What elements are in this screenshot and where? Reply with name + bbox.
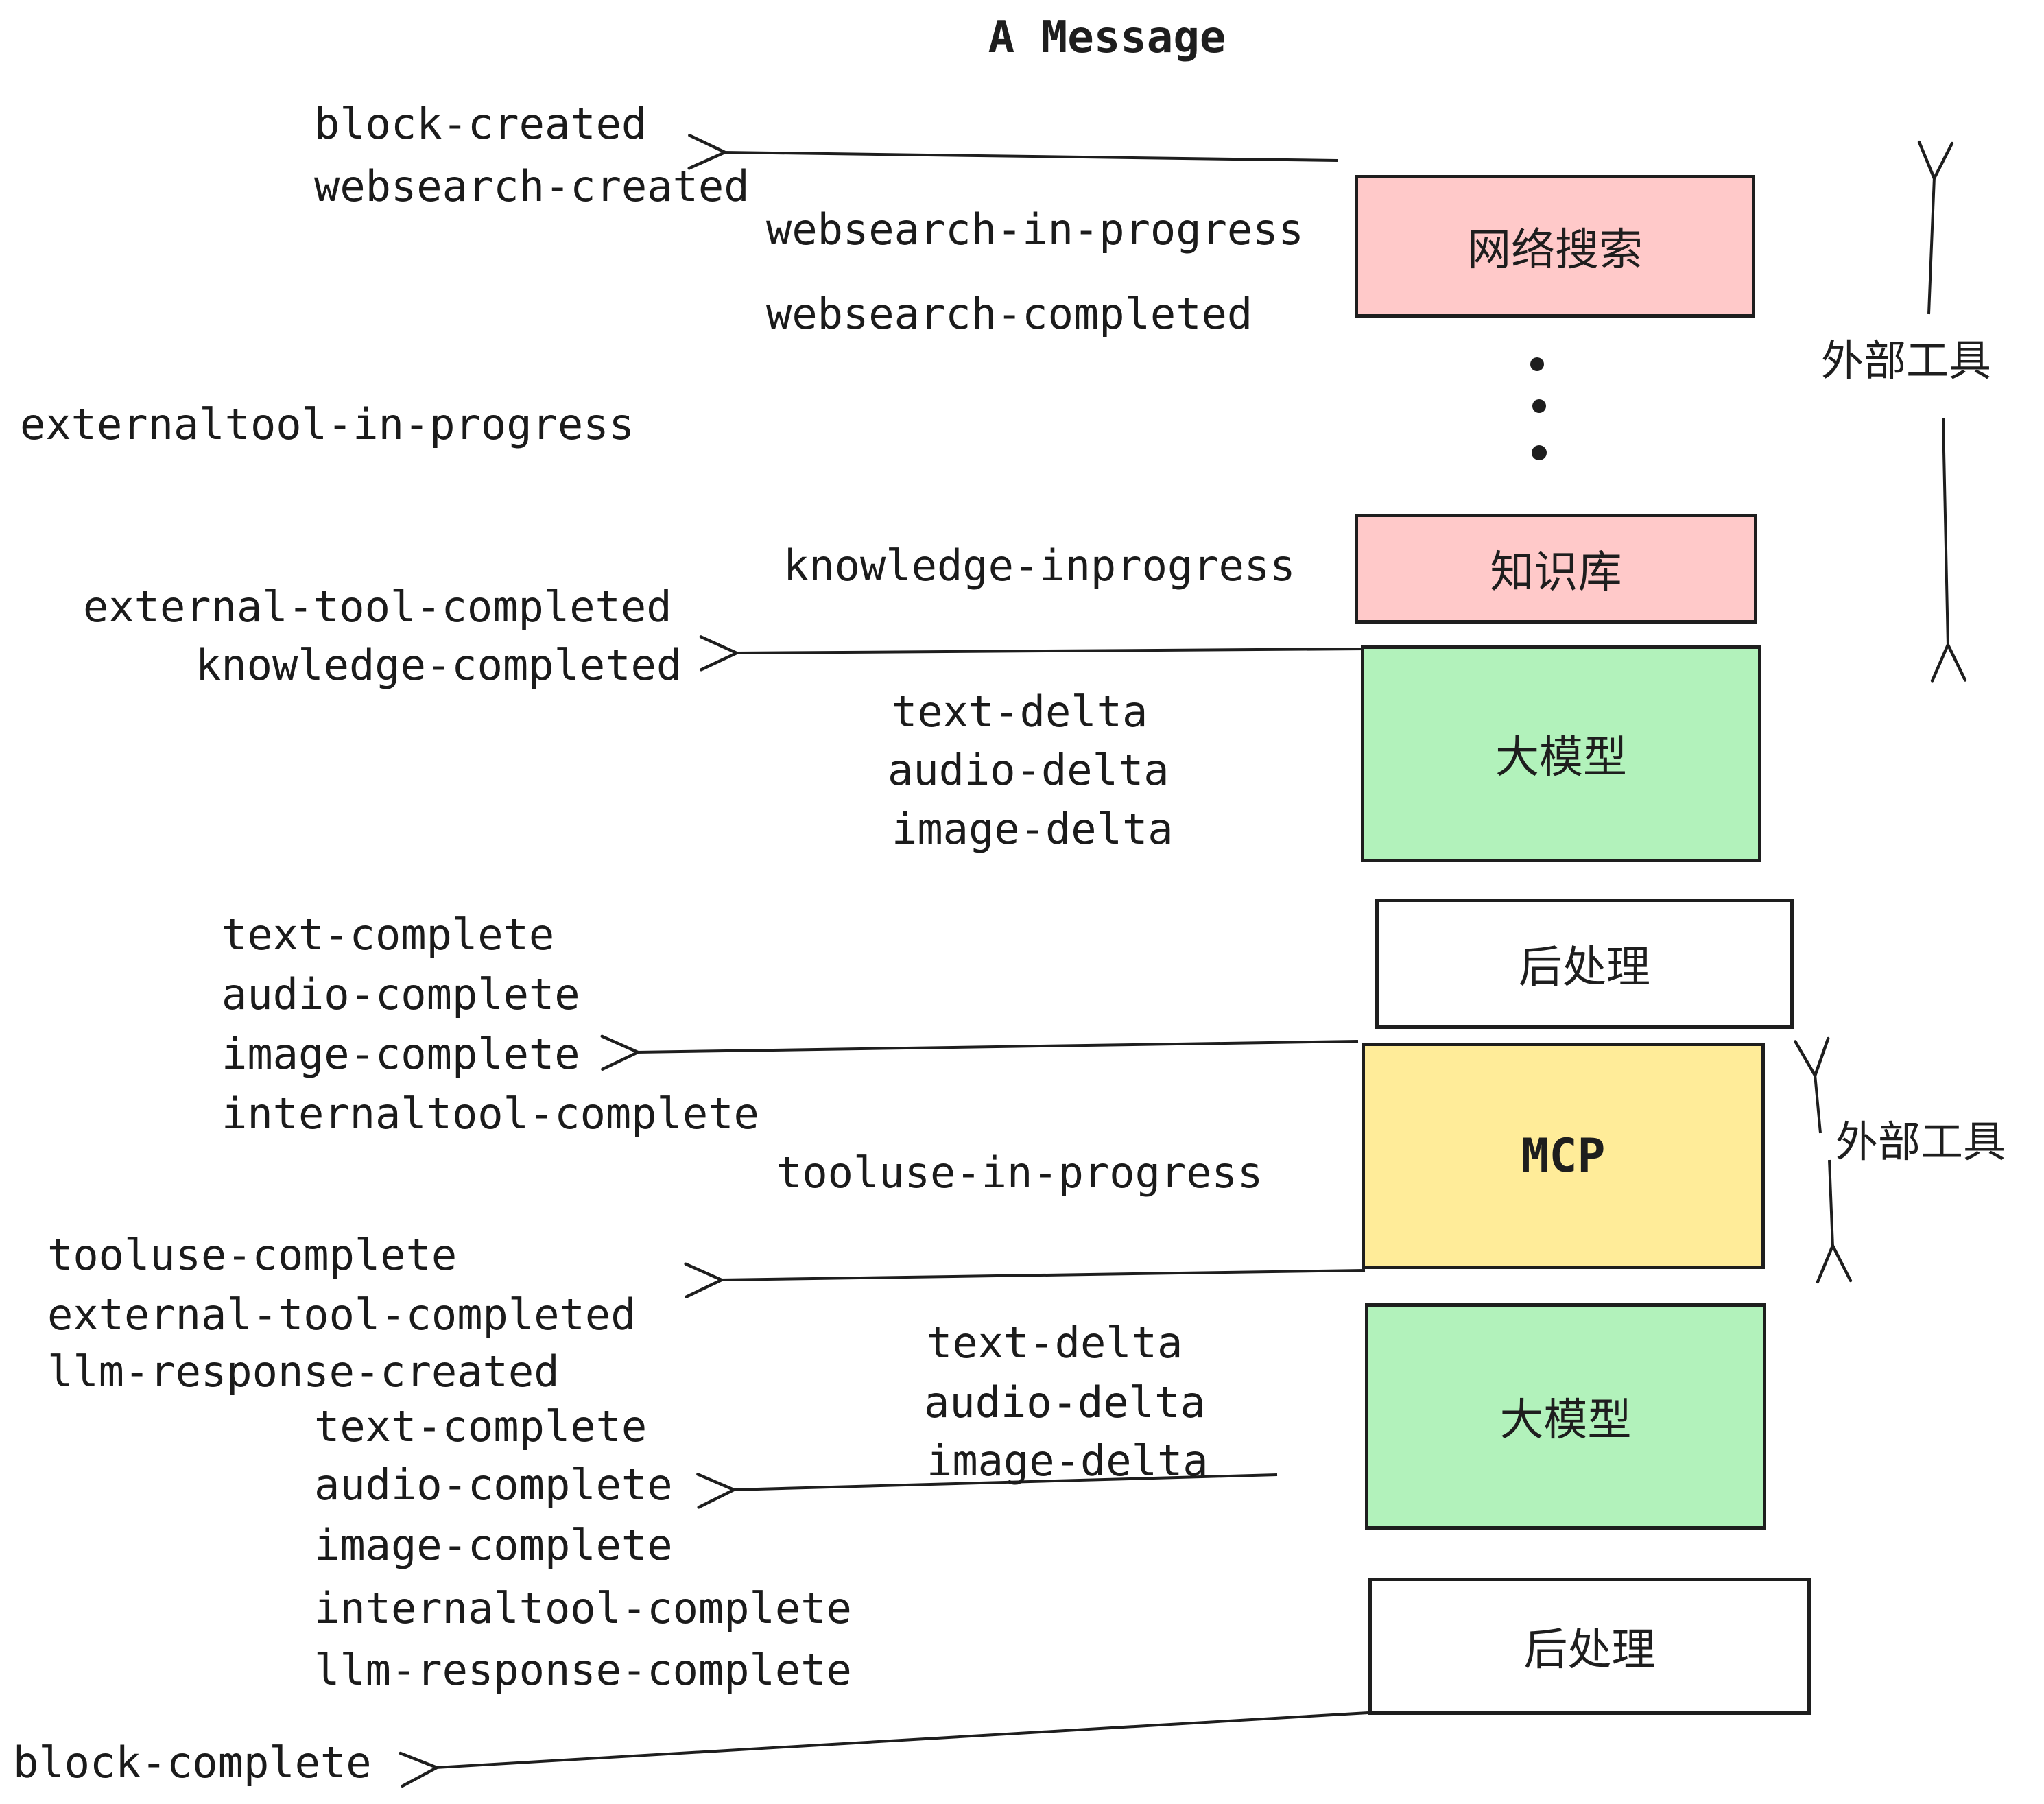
box-mcp: MCP	[1362, 1043, 1765, 1269]
arrow-to-block-complete	[399, 1711, 1369, 1788]
event-label-websearch-in-progress: websearch-in-progress	[766, 204, 1304, 254]
external-tools-up-arrow-1	[1917, 140, 1954, 315]
external-tools-up-arrow-2	[1794, 1036, 1830, 1134]
event-label-text-complete-2: text-complete	[314, 1401, 647, 1451]
event-label-llm-response-created: llm-response-created	[47, 1346, 560, 1397]
event-label-internaltool-complete-1: internaltool-complete	[222, 1089, 759, 1139]
box-postprocess-1: 后处理	[1375, 899, 1794, 1029]
event-label-audio-complete-2: audio-complete	[314, 1460, 673, 1510]
external-tools-down-arrow-1	[1930, 418, 1967, 683]
event-label-text-complete-1: text-complete	[222, 910, 555, 960]
box-knowledge-label: 知识库	[1490, 547, 1622, 597]
box-postprocess-1-label: 后处理	[1519, 942, 1650, 992]
box-mcp-label: MCP	[1521, 1128, 1606, 1183]
arrow-to-websearch-created	[687, 134, 1338, 170]
event-label-image-delta-1: image-delta	[892, 804, 1174, 854]
external-tools-label-2: 外部工具	[1835, 1119, 2006, 1166]
ellipsis-dots	[1530, 357, 1547, 460]
box-llm-1: 大模型	[1361, 645, 1761, 862]
event-label-tooluse-in-progress: tooluse-in-progress	[776, 1148, 1263, 1198]
external-tools-down-arrow-2	[1816, 1159, 1853, 1284]
event-label-image-complete-2: image-complete	[314, 1520, 673, 1570]
diagram-title: A Message	[988, 12, 1226, 63]
external-tools-label-1: 外部工具	[1821, 337, 1992, 385]
event-label-audio-complete-1: audio-complete	[222, 969, 580, 1019]
event-label-externaltool-in-progress: externaltool-in-progress	[20, 399, 634, 449]
event-label-image-complete-1: image-complete	[222, 1029, 580, 1079]
event-label-block-complete: block-complete	[13, 1737, 372, 1788]
arrow-to-knowledge-completed	[699, 635, 1367, 672]
event-label-block-created: block-created	[314, 99, 647, 149]
event-label-image-delta-2: image-delta	[927, 1436, 1209, 1486]
event-label-websearch-created: websearch-created	[314, 161, 750, 211]
box-websearch: 网络搜索	[1355, 175, 1755, 318]
box-llm-1-label: 大模型	[1495, 733, 1627, 782]
arrow-to-external-tool-completed	[684, 1262, 1366, 1298]
event-label-text-delta-1: text-delta	[892, 687, 1148, 737]
event-label-knowledge-inprogress: knowledge-inprogress	[783, 541, 1296, 591]
box-llm-2: 大模型	[1365, 1303, 1766, 1530]
box-postprocess-2: 后处理	[1368, 1578, 1811, 1715]
event-label-internaltool-complete-2: internaltool-complete	[314, 1583, 852, 1633]
box-knowledge: 知识库	[1355, 514, 1757, 624]
arrow-to-image-complete	[600, 1034, 1359, 1071]
event-label-llm-response-complete: llm-response-complete	[314, 1645, 852, 1695]
event-label-text-delta-2: text-delta	[927, 1318, 1183, 1368]
box-postprocess-2-label: 后处理	[1523, 1625, 1656, 1674]
event-label-websearch-completed: websearch-completed	[766, 289, 1253, 339]
event-label-external-tool-completed-2: external-tool-completed	[47, 1290, 637, 1340]
event-label-tooluse-complete: tooluse-complete	[47, 1230, 457, 1280]
event-label-audio-delta-1: audio-delta	[888, 745, 1169, 795]
box-websearch-label: 网络搜索	[1467, 225, 1643, 274]
event-label-audio-delta-2: audio-delta	[924, 1377, 1206, 1427]
event-label-external-tool-completed: external-tool-completed	[83, 582, 672, 632]
event-label-knowledge-completed: knowledge-completed	[195, 640, 682, 690]
box-llm-2-label: 大模型	[1499, 1395, 1632, 1445]
